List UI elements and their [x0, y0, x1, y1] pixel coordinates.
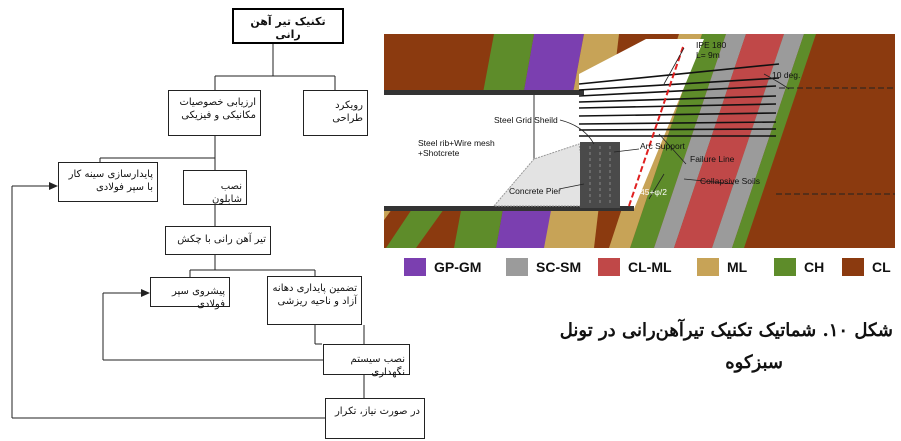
- legend-swatch: [404, 258, 426, 276]
- figure-caption-line1: شکل ۱۰. شماتیک تکنیک تیرآهن‌رانی در تونل: [559, 320, 893, 341]
- legend-item: CH: [774, 257, 824, 277]
- shield-advance-box: پیشروی سپر فولادی: [150, 277, 230, 310]
- failure-line: [628, 43, 685, 207]
- legend-label: CL-ML: [628, 259, 672, 275]
- label-failure-line: Failure Line: [690, 154, 735, 164]
- figure-caption-line2: سبزکوه: [725, 352, 783, 373]
- legend-item: CL: [842, 257, 891, 277]
- legend-swatch: [842, 258, 864, 276]
- hammer-drive-box: تیر آهن رانی با چکش: [165, 226, 271, 255]
- label-deg: 10 deg.: [772, 70, 801, 80]
- legend-label: ML: [727, 259, 748, 275]
- layer-sc-sm: [654, 34, 746, 248]
- legend-label: CH: [804, 259, 825, 275]
- label-arc-support: Arc Support: [640, 141, 685, 151]
- legend-item: GP-GM: [404, 257, 481, 277]
- forepoling-beams: [578, 63, 780, 137]
- legend-swatch: [774, 258, 796, 276]
- legend-label: SC-SM: [536, 259, 582, 275]
- label-ipe: IPE 180 L= 9m: [696, 40, 727, 60]
- label-concrete-pier: Concrete Pier: [509, 186, 561, 196]
- tunnel-crown-beam: [384, 90, 584, 95]
- legend-swatch: [598, 258, 620, 276]
- legend-label: GP-GM: [434, 259, 482, 275]
- layer-ch: [630, 34, 726, 248]
- layer-ch-2: [732, 34, 816, 248]
- tunnel-invert-beam: [384, 206, 634, 211]
- layer-ml-left: [384, 209, 392, 248]
- legend-item: ML: [697, 257, 747, 277]
- legend-label: CL: [872, 259, 891, 275]
- legend-item: CL-ML: [598, 257, 672, 277]
- design-approach-box: رویکرد طراحی: [303, 90, 368, 136]
- arrowhead: [49, 182, 58, 190]
- template-install-box: نصب شابلون: [183, 170, 247, 205]
- label-angle: 45+φ/2: [640, 187, 668, 197]
- label-grid-shield: Steel Grid Sheild: [494, 115, 558, 125]
- opening-stability-box: تضمین پایداری دهانه آزاد و ناحیه ریزشی: [267, 276, 362, 325]
- flowchart-title-box: تکنیک تیر آهن رانی: [232, 8, 344, 44]
- flowchart-connectors: [11, 43, 365, 419]
- layer-gp-gm-bottom: [496, 209, 559, 248]
- gravel-mound: [492, 143, 590, 207]
- cross-section-drawing: [384, 34, 895, 248]
- support-install-box: نصب سیستم نگهداری: [323, 344, 410, 378]
- properties-box: ارزیابی خصوصیات مکانیکی و فیزیکی: [168, 90, 261, 136]
- legend-item: SC-SM: [506, 257, 581, 277]
- label-steel-rib: Steel rib+Wire mesh +Shotcrete: [418, 138, 495, 158]
- layer-ch-left: [386, 209, 444, 248]
- face-stabilization-box: پایدارسازی سینه کار با سپر فولادی: [58, 162, 158, 202]
- arrowhead: [141, 289, 150, 297]
- legend-swatch: [697, 258, 719, 276]
- tunnel-cross-section: IPE 180 L= 9m 10 deg. Steel Grid Sheild …: [384, 34, 895, 248]
- label-collapsive: Collapsive Soils: [700, 176, 760, 186]
- repeat-box: در صورت نیاز، تکرار: [325, 398, 425, 439]
- legend-swatch: [506, 258, 528, 276]
